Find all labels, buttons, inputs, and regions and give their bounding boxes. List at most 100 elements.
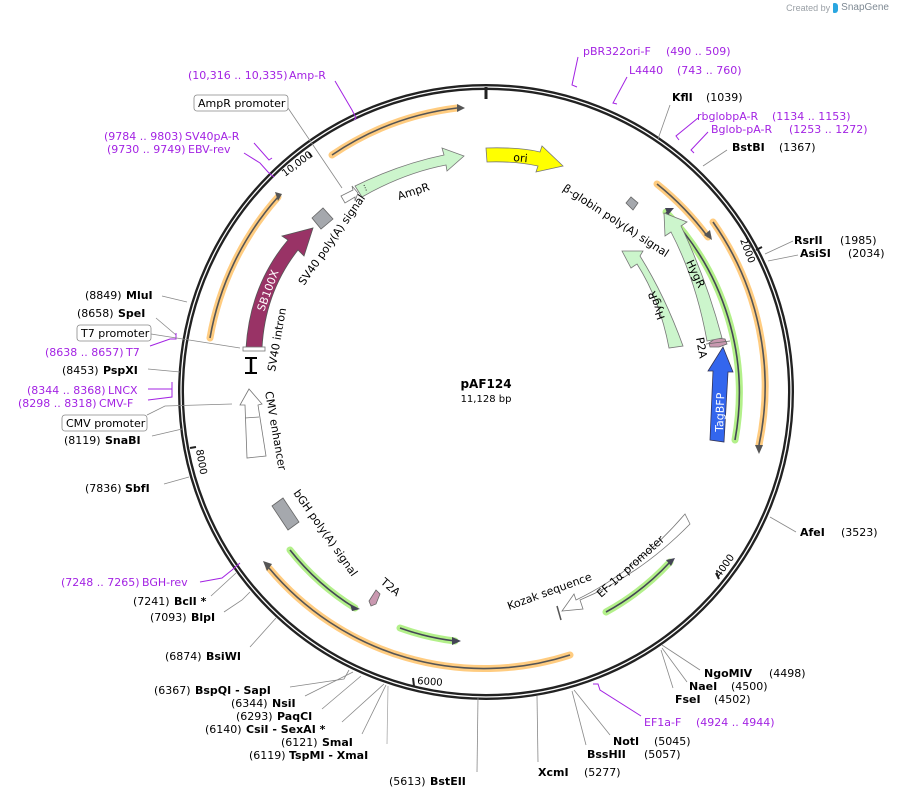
- svg-text:SmaI: SmaI: [322, 736, 353, 749]
- svg-text:(6140): (6140): [205, 723, 242, 736]
- primer-pbr322ori-f[interactable]: pBR322ori-F (490 .. 509): [571, 45, 731, 88]
- plasmid-name: pAF124: [460, 377, 511, 391]
- svg-text:MluI: MluI: [126, 289, 153, 302]
- site-sbfi[interactable]: (7836) SbfI: [85, 476, 190, 495]
- site-tspmi-xmai[interactable]: (6119) TspMI - XmaI: [249, 685, 389, 762]
- svg-text:SpeI: SpeI: [118, 307, 145, 320]
- primer-l4440[interactable]: L4440 (743 .. 760): [612, 64, 742, 105]
- svg-text:T7: T7: [125, 346, 140, 359]
- orf-arc-green-bottom-left: [286, 546, 360, 612]
- site-fsei[interactable]: FseI (4502): [660, 649, 751, 706]
- svg-text:BclI *: BclI *: [174, 595, 207, 608]
- svg-text:(6344): (6344): [231, 697, 268, 710]
- svg-text:AsiSI: AsiSI: [800, 247, 831, 260]
- svg-text:(7836): (7836): [85, 482, 122, 495]
- site-spei[interactable]: (8658) SpeI: [77, 307, 177, 336]
- svg-text:rbglobpA-R: rbglobpA-R: [697, 110, 758, 123]
- svg-text:L4440: L4440: [629, 64, 663, 77]
- site-xcmi[interactable]: XcmI (5277): [536, 695, 621, 779]
- site-blpi[interactable]: (7093) BlpI: [150, 591, 251, 624]
- svg-text:(8453): (8453): [62, 364, 99, 377]
- svg-text:TspMI - XmaI: TspMI - XmaI: [289, 749, 368, 762]
- svg-text:P2A: P2A: [693, 336, 710, 360]
- site-nsii[interactable]: (6344) NsiI: [231, 671, 354, 710]
- site-rsrii[interactable]: RsrII (1985): [764, 234, 877, 255]
- feature-kozak[interactable]: Kozak sequence: [506, 570, 594, 621]
- primer-sv40pa-r[interactable]: (9784 .. 9803) SV40pA-R: [104, 130, 273, 161]
- svg-text:SnaBI: SnaBI: [105, 434, 141, 447]
- site-bsshii[interactable]: BssHII (5057): [571, 690, 681, 761]
- svg-text:(8658): (8658): [77, 307, 114, 320]
- site-asisi[interactable]: AsiSI (2034): [767, 247, 885, 262]
- site-bcli[interactable]: (7241) BclI *: [133, 572, 237, 608]
- site-pspxi[interactable]: (8453) PspXI: [62, 364, 181, 377]
- svg-text:(4924 .. 4944): (4924 .. 4944): [696, 716, 775, 729]
- svg-text:CsiI - SexAI *: CsiI - SexAI *: [246, 723, 326, 736]
- feature-p2a[interactable]: P2A: [693, 336, 731, 360]
- site-bsiwi[interactable]: (6874) BsiWI: [165, 617, 277, 663]
- feature-hygr-2[interactable]: HygR: [621, 250, 684, 349]
- svg-text:T7 promoter: T7 promoter: [80, 327, 150, 340]
- feature-beta-globin-polya[interactable]: β-globin poly(A) signal: [560, 182, 671, 260]
- svg-text:(3523): (3523): [841, 526, 878, 539]
- primer-lncx[interactable]: (8344 .. 8368) LNCX: [27, 382, 173, 397]
- svg-text:(5277): (5277): [584, 766, 621, 779]
- feature-t2a[interactable]: T2A: [368, 575, 403, 607]
- svg-text:(7248 .. 7265): (7248 .. 7265): [61, 576, 140, 589]
- credit-brand: SnapGene: [841, 2, 889, 13]
- svg-text:(1134 .. 1153): (1134 .. 1153): [772, 110, 851, 123]
- site-paqci[interactable]: (6293) PaqCI: [236, 675, 362, 723]
- feature-ampr-promoter[interactable]: [340, 185, 359, 204]
- site-bsteii[interactable]: (5613) BstEII: [389, 696, 479, 788]
- svg-text:(1253 .. 1272): (1253 .. 1272): [789, 123, 868, 136]
- site-bspqi-sapi[interactable]: (6367) BspQI - SapI: [154, 669, 350, 697]
- site-afei[interactable]: AfeI (3523): [769, 516, 878, 539]
- tick-8000: 8000: [189, 446, 208, 476]
- label-cmv-promoter[interactable]: CMV promoter: [61, 403, 233, 432]
- label-ampr-promoter[interactable]: AmpR promoter: [193, 94, 343, 189]
- svg-text:SV40 intron: SV40 intron: [265, 307, 289, 373]
- svg-text:(7241): (7241): [133, 595, 170, 608]
- feature-cmv-enhancer[interactable]: CMV enhancer: [239, 388, 289, 472]
- label-t7-promoter[interactable]: T7 promoter: [76, 324, 241, 349]
- feature-ori[interactable]: ori: [485, 145, 564, 173]
- svg-text:(2034): (2034): [848, 247, 885, 260]
- svg-text:(8849): (8849): [85, 289, 122, 302]
- svg-text:(6874): (6874): [165, 650, 202, 663]
- feature-tagbfp[interactable]: TagBFP: [707, 346, 734, 443]
- svg-text:NsiI: NsiI: [272, 697, 296, 710]
- orf-arc-sb100x: [206, 192, 282, 342]
- svg-text:BstBI: BstBI: [732, 141, 765, 154]
- primer-t7[interactable]: (8638 .. 8657) T7: [45, 333, 177, 359]
- svg-text:(9784 .. 9803): (9784 .. 9803): [104, 130, 183, 143]
- svg-text:BsiWI: BsiWI: [206, 650, 241, 663]
- primer-cmv-f[interactable]: (8298 .. 8318) CMV-F: [18, 386, 173, 410]
- feature-ampr[interactable]: AmpR: [354, 147, 465, 203]
- site-smai[interactable]: (6121) SmaI: [281, 684, 387, 749]
- primer-ebv-rev[interactable]: (9730 .. 9749) EBV-rev: [107, 143, 275, 178]
- svg-text:(4502): (4502): [714, 693, 751, 706]
- primer-bglob-pa-r[interactable]: Bglob-pA-R (1253 .. 1272): [690, 123, 868, 154]
- primer-amp-r[interactable]: (10,316 .. 10,335) Amp-R: [188, 69, 357, 121]
- site-ngomiv[interactable]: NgoMIV (4498): [661, 644, 806, 680]
- site-noti[interactable]: NotI (5045): [573, 689, 691, 748]
- svg-text:6000: 6000: [417, 676, 443, 689]
- svg-text:KflI: KflI: [672, 91, 693, 104]
- tick-6000: 6000: [412, 676, 443, 689]
- site-bstbi[interactable]: BstBI (1367): [702, 141, 816, 167]
- site-mlui[interactable]: (8849) MluI: [85, 289, 188, 303]
- site-snabi[interactable]: (8119) SnaBI: [64, 428, 183, 447]
- svg-text:(8344 .. 8368): (8344 .. 8368): [27, 384, 106, 397]
- svg-text:TagBFP: TagBFP: [713, 392, 727, 433]
- primer-ef1a-f[interactable]: EF1a-F (4924 .. 4944): [593, 683, 775, 729]
- site-naei[interactable]: NaeI (4500): [661, 647, 768, 693]
- feature-bgh-polya[interactable]: bGH poly(A) signal: [271, 487, 360, 579]
- site-csii-sexai[interactable]: (6140) CsiI - SexAI *: [205, 683, 385, 736]
- svg-text:(1367): (1367): [779, 141, 816, 154]
- svg-text:BstEII: BstEII: [430, 775, 466, 788]
- primer-bgh-rev[interactable]: (7248 .. 7265) BGH-rev: [61, 562, 241, 589]
- site-kfli[interactable]: KflI (1039): [657, 91, 743, 140]
- primer-rbglobpa-r[interactable]: rbglobpA-R (1134 .. 1153): [675, 110, 851, 141]
- orf-arc-tagbfp-outer: [709, 218, 769, 454]
- svg-text:AfeI: AfeI: [800, 526, 825, 539]
